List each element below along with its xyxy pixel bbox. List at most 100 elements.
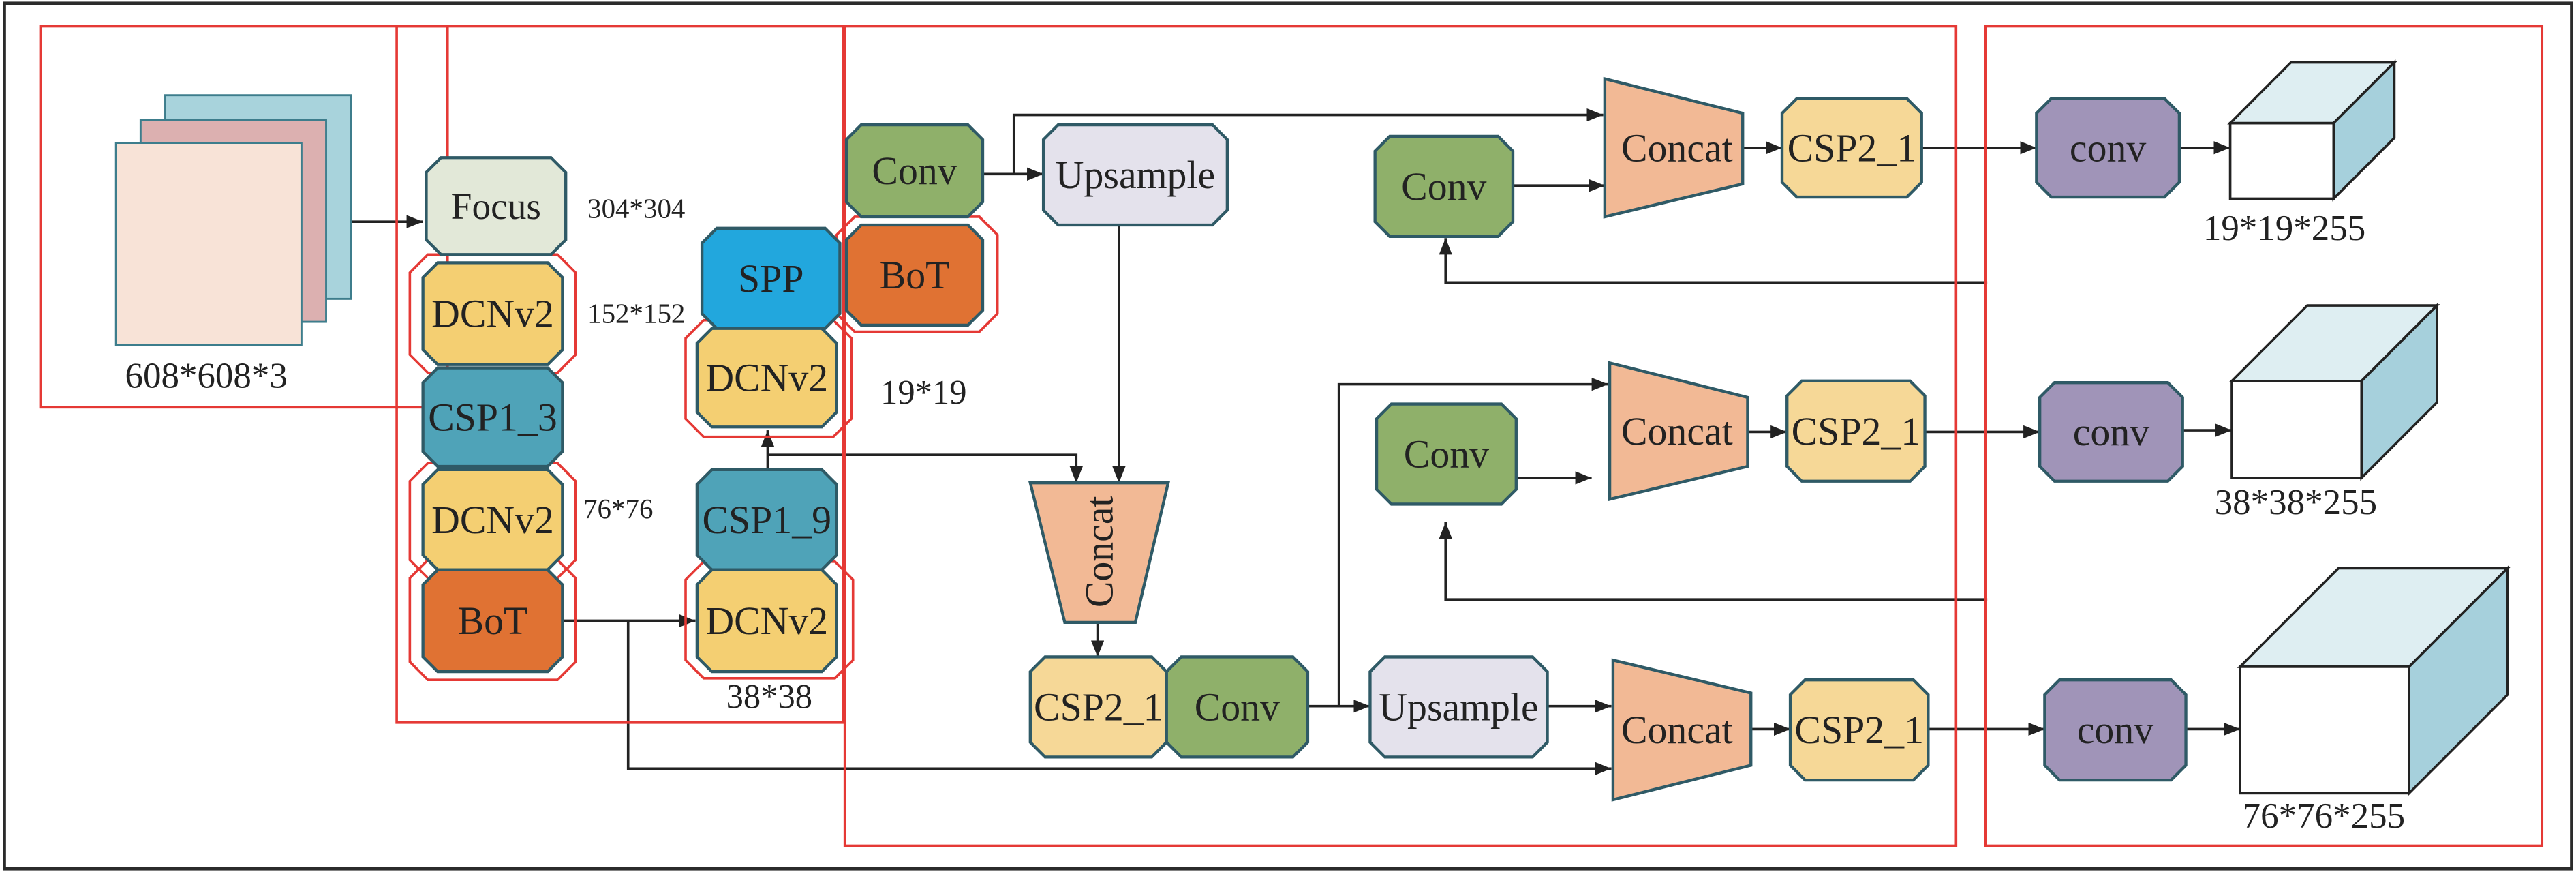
connector-arrow xyxy=(1439,238,1988,284)
cube-front-face xyxy=(2228,121,2335,200)
conv-block: Conv xyxy=(844,123,985,219)
csp1-3-block-shape xyxy=(421,366,564,468)
output-tensor-cube: 76*76*255 xyxy=(2237,565,2511,836)
csp2-1-block: CSP2_1 xyxy=(1785,379,1927,483)
output-tensor-cube: 38*38*255 xyxy=(2215,302,2440,522)
conv-block-shape xyxy=(844,123,985,219)
connector-arrow xyxy=(1439,522,1988,601)
csp2-1-block-shape xyxy=(1785,379,1927,483)
head-conv-block-shape xyxy=(2043,678,2188,782)
upsample-block: Upsample xyxy=(1041,123,1229,227)
bot-block-label: BoT xyxy=(880,253,950,297)
output-size-label: 76*76*255 xyxy=(2243,796,2405,836)
neck-group-outline xyxy=(843,25,1958,847)
focus-block: Focus xyxy=(425,156,568,256)
dcnv2-block: DCNv2 xyxy=(421,261,564,366)
conv-block-label: Conv xyxy=(1195,685,1280,729)
concat-block-1-label: Concat xyxy=(1621,125,1733,170)
size-label-38: 38*38 xyxy=(726,677,812,715)
head-conv-block-label: conv xyxy=(2070,125,2146,170)
highlight-outline xyxy=(684,560,855,680)
csp1-9-block: CSP1_9 xyxy=(695,468,838,571)
spp-block: SPP xyxy=(700,226,842,330)
highlight-outline xyxy=(408,253,577,374)
concat-block-2-label: Concat xyxy=(1621,409,1733,453)
csp2-1-block: CSP2_1 xyxy=(1788,678,1930,782)
conv-block-label: Conv xyxy=(872,149,957,193)
concat-block-vertical: Concat xyxy=(1028,481,1170,625)
conv-block-shape xyxy=(1165,655,1310,759)
bot-block-shape xyxy=(421,568,564,674)
conv-block-shape xyxy=(1375,402,1518,506)
connector-arrow xyxy=(1012,108,1604,175)
size-label-152: 152*152 xyxy=(587,299,685,329)
dcnv2-block-label: DCNv2 xyxy=(705,599,828,643)
conv-block: Conv xyxy=(1373,134,1515,239)
csp2-1-block-shape xyxy=(1780,97,1923,199)
conv-block-label: Conv xyxy=(1404,432,1489,476)
concat-block-3-shape xyxy=(1611,658,1753,802)
head-conv-block: conv xyxy=(2035,97,2181,199)
csp2-1-block: CSP2_1 xyxy=(1780,97,1923,199)
concat-block-vertical-shape xyxy=(1028,481,1170,625)
spp-block-label: SPP xyxy=(738,256,803,301)
highlight-outline xyxy=(684,318,853,438)
highlight-outline xyxy=(408,558,577,681)
concat-block-2: Concat xyxy=(1608,361,1749,501)
concat-block-3-label: Concat xyxy=(1621,708,1733,752)
bot-block: BoT xyxy=(421,568,564,674)
csp2-1-block-shape xyxy=(1788,678,1930,782)
size-label-76: 76*76 xyxy=(583,494,653,524)
cube-front-face xyxy=(2239,665,2410,795)
csp1-3-block-label: CSP1_3 xyxy=(428,395,557,439)
conv-block: Conv xyxy=(1375,402,1518,506)
bot-block-shape xyxy=(844,223,985,327)
upsample-block-label: Upsample xyxy=(1379,685,1538,729)
concat-block-1: Concat xyxy=(1603,76,1745,219)
focus-block-shape xyxy=(425,156,568,256)
bot-block-label: BoT xyxy=(458,599,528,643)
dcnv2-block: DCNv2 xyxy=(421,468,564,571)
dcnv2-block: DCNv2 xyxy=(695,568,838,674)
csp2-1-block-label: CSP2_1 xyxy=(1034,685,1163,729)
conv-block-label: Conv xyxy=(1401,164,1486,209)
outer-frame xyxy=(3,1,2573,871)
head-conv-block-label: conv xyxy=(2077,708,2153,752)
head-conv-block-shape xyxy=(2038,381,2184,483)
dcnv2-block-shape xyxy=(695,327,838,429)
upsample-block-label: Upsample xyxy=(1056,153,1215,197)
concat-block-2-shape xyxy=(1608,361,1749,501)
head-conv-block-label: conv xyxy=(2073,410,2149,454)
focus-block-label: Focus xyxy=(451,185,541,227)
dcnv2-block-label: DCNv2 xyxy=(431,498,554,542)
spp-block-shape xyxy=(700,226,842,330)
upsample-block-shape xyxy=(1041,123,1229,227)
input-size-label: 608*608*3 xyxy=(125,357,287,396)
size-label-19: 19*19 xyxy=(880,374,966,412)
connector-arrow xyxy=(626,620,1612,775)
csp2-1-block-label: CSP2_1 xyxy=(1792,409,1921,453)
head-conv-block: conv xyxy=(2043,678,2188,782)
output-tensor-cube: 19*19*255 xyxy=(2203,59,2397,248)
cube-front-face xyxy=(2230,380,2363,479)
concat-block-3: Concat xyxy=(1611,658,1753,802)
concat-block-vertical-label: Concat xyxy=(1077,496,1122,607)
conv-block: Conv xyxy=(1165,655,1310,759)
output-size-label: 38*38*255 xyxy=(2215,483,2377,522)
upsample-block-shape xyxy=(1368,655,1549,759)
dcnv2-block-label: DCNv2 xyxy=(431,292,554,336)
head-group-outline xyxy=(1984,25,2544,847)
connector-arrow xyxy=(1337,377,1608,706)
conv-block-shape xyxy=(1373,134,1515,239)
dcnv2-block-shape xyxy=(421,261,564,366)
size-label-304: 304*304 xyxy=(587,193,685,224)
input-channel-front xyxy=(114,142,303,346)
csp2-1-block: CSP2_1 xyxy=(1028,655,1168,759)
csp1-9-block-label: CSP1_9 xyxy=(702,498,831,542)
connector-arrow xyxy=(767,453,1083,483)
dcnv2-block: DCNv2 xyxy=(695,327,838,429)
dcnv2-block-shape xyxy=(695,568,838,674)
bot-block: BoT xyxy=(844,223,985,327)
